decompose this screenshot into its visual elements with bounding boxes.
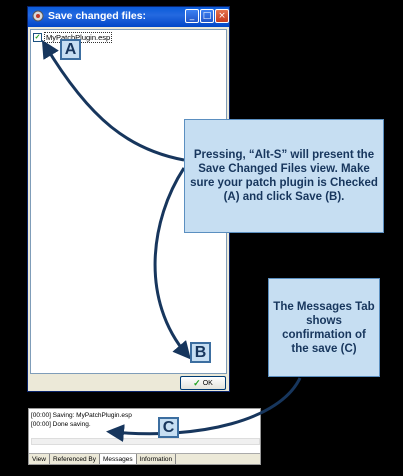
dialog-titlebar[interactable]: Save changed files: _ □ × [28,7,229,27]
callout-save-instructions: Pressing, “Alt-S” will present the Save … [184,119,384,233]
dialog-title: Save changed files: [48,10,147,22]
checkmark-icon: ✓ [193,377,201,388]
tab-referenced-by[interactable]: Referenced By [50,454,100,464]
arrow-to-b [153,167,191,360]
arrow-to-c [106,377,302,443]
marker-b: B [190,342,211,363]
panel-tabs: View Referenced By Messages Information [29,453,260,464]
minimize-button[interactable]: _ [185,9,199,23]
marker-c: C [158,417,179,438]
tab-information[interactable]: Information [137,454,177,464]
ok-button[interactable]: ✓ OK [180,376,226,390]
callout-messages-tab: The Messages Tab shows confirmation of t… [268,278,380,377]
messages-panel: [00:00] Saving: MyPatchPlugin.esp [00:00… [28,408,261,465]
app-icon [32,10,44,22]
marker-a: A [60,39,81,60]
maximize-button[interactable]: □ [200,9,214,23]
tab-view[interactable]: View [29,454,50,464]
log-line: [00:00] Saving: MyPatchPlugin.esp [31,412,132,419]
close-button[interactable]: × [215,9,229,23]
horizontal-scrollbar[interactable] [31,438,260,445]
file-checkbox[interactable]: ✓ [33,33,42,42]
tab-messages[interactable]: Messages [99,454,137,464]
ok-button-label: OK [202,379,213,387]
log-line: [00:00] Done saving. [31,421,91,428]
arrow-to-a [41,39,185,162]
